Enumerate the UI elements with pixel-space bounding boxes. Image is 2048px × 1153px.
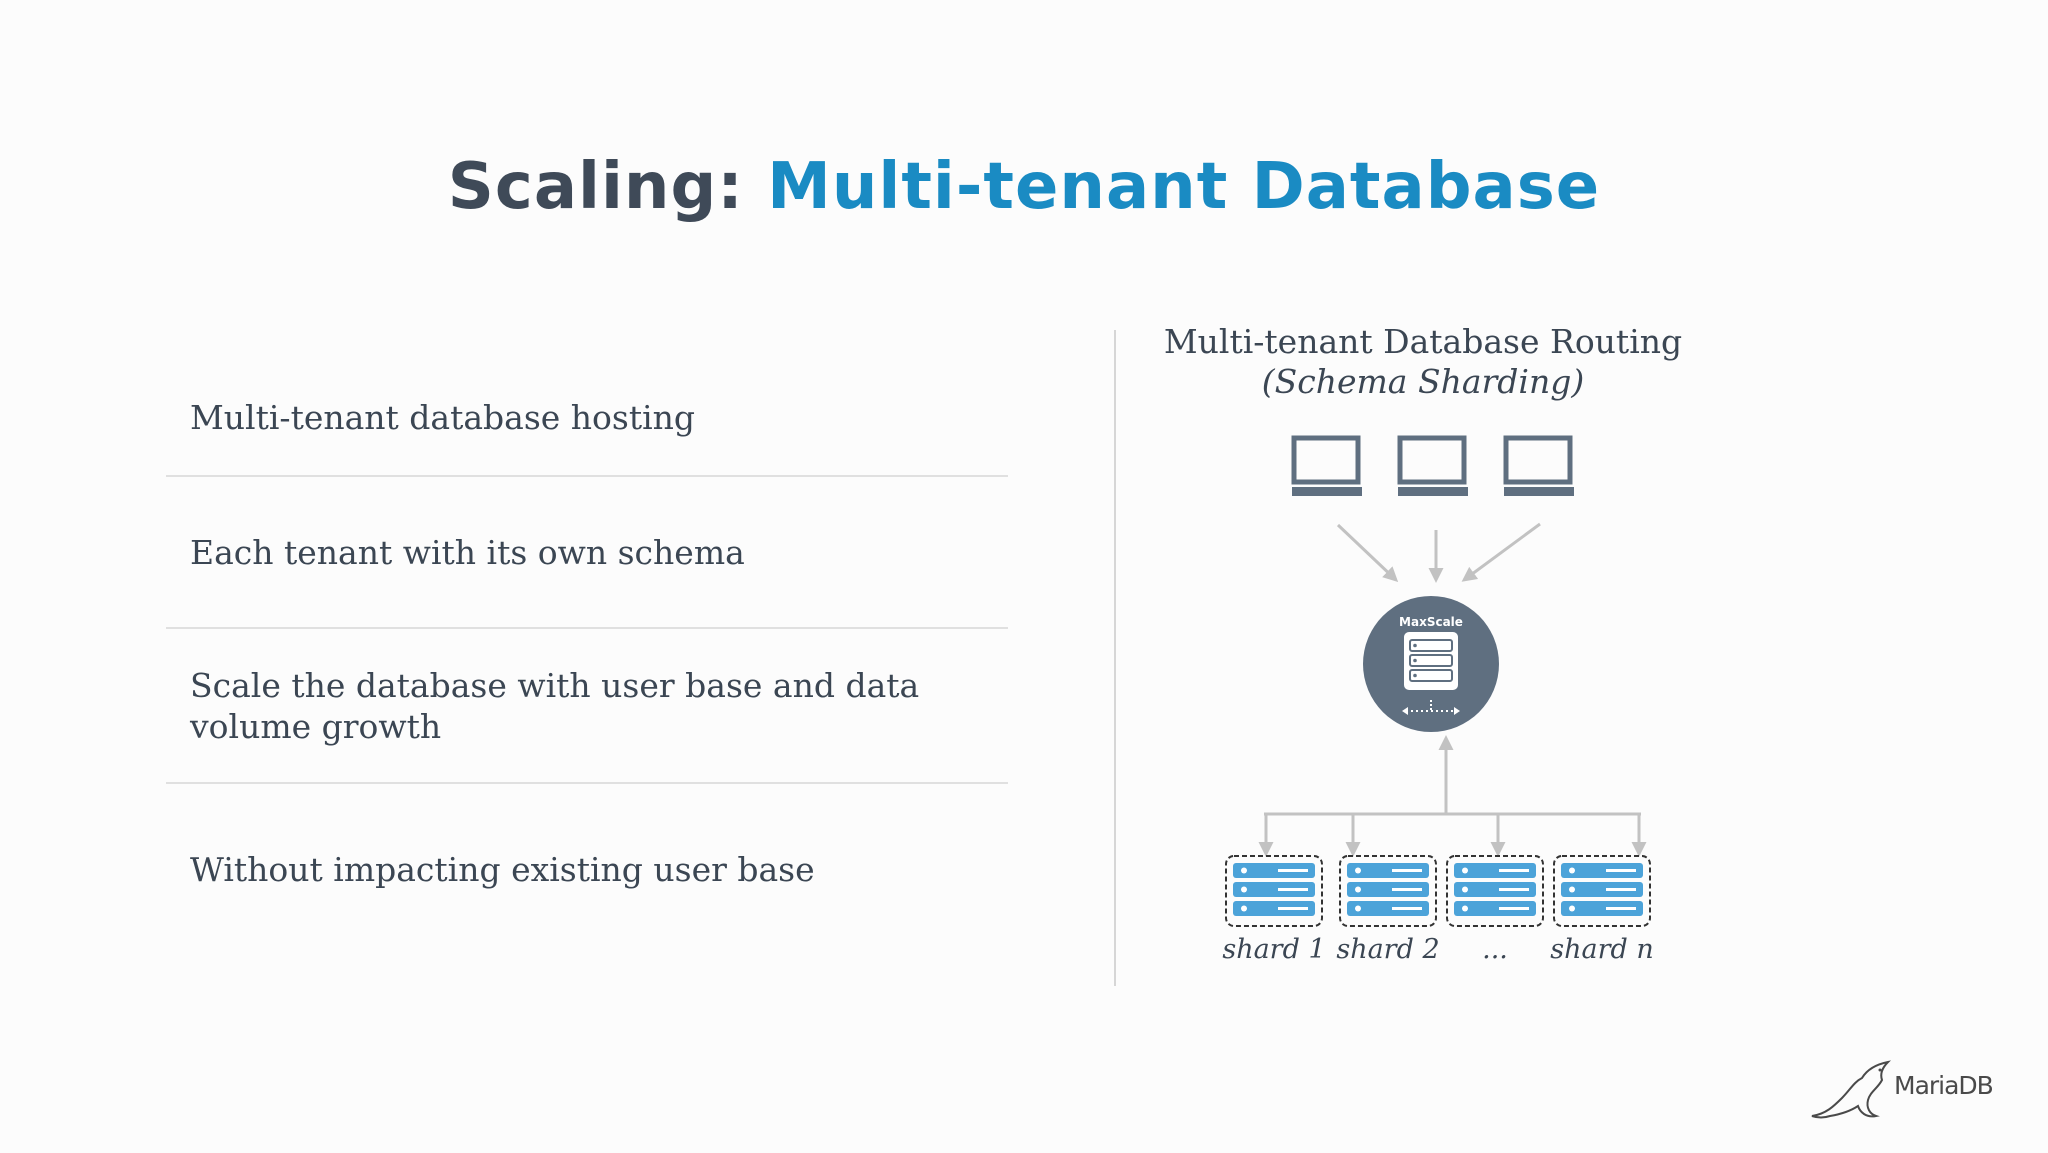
- shard-label: ...: [1482, 934, 1508, 965]
- shard-label: shard 1: [1222, 934, 1326, 965]
- bullet-item: Multi-tenant database hosting: [190, 398, 696, 437]
- mariadb-seal-logo-icon: [1811, 1060, 1892, 1119]
- client-arrows: [1336, 522, 1541, 583]
- shard-connectors: [1258, 735, 1647, 857]
- bullet-item: Scale the database with user base and da…: [190, 665, 920, 746]
- bullet-list: Multi-tenant database hosting Each tenan…: [166, 360, 1008, 954]
- maxscale-router: MaxScale: [1363, 596, 1499, 732]
- shard-label: shard 2: [1336, 934, 1440, 965]
- shard-server-icon: [1553, 855, 1651, 927]
- client-laptop-icon: [1397, 435, 1468, 496]
- shard-server-icon: [1446, 855, 1544, 927]
- shard-server-icon: [1225, 855, 1323, 927]
- bullet-divider: [166, 627, 1008, 629]
- bullet-item: Each tenant with its own schema: [190, 532, 745, 572]
- title-prefix: Scaling:: [447, 150, 744, 224]
- shard-label: shard n: [1550, 934, 1654, 965]
- title-accent: Multi-tenant Database: [767, 150, 1601, 224]
- bidirectional-arrow-icon: [1402, 700, 1460, 715]
- diagram-subtitle: (Schema Sharding): [1261, 362, 1585, 401]
- bullet-divider: [166, 475, 1008, 477]
- logo-text: MariaDB: [1894, 1071, 1994, 1100]
- slide-title: Scaling: Multi-tenant Database: [0, 150, 2048, 224]
- router-label: MaxScale: [1399, 615, 1463, 629]
- diagram-title-text: Multi-tenant Database Routing: [1163, 322, 1683, 361]
- server-icon: [1404, 632, 1458, 690]
- diagram-title: Multi-tenant Database Routing (Schema Sh…: [1150, 322, 1696, 402]
- bullet-divider: [166, 782, 1008, 784]
- routing-diagram: MaxScale: [1225, 435, 1651, 927]
- bullet-item: Without impacting existing user base: [190, 849, 815, 889]
- column-divider: [1114, 330, 1116, 986]
- shard-server-icon: [1339, 855, 1437, 927]
- client-laptop-icon: [1291, 435, 1362, 496]
- client-laptop-icon: [1503, 435, 1574, 496]
